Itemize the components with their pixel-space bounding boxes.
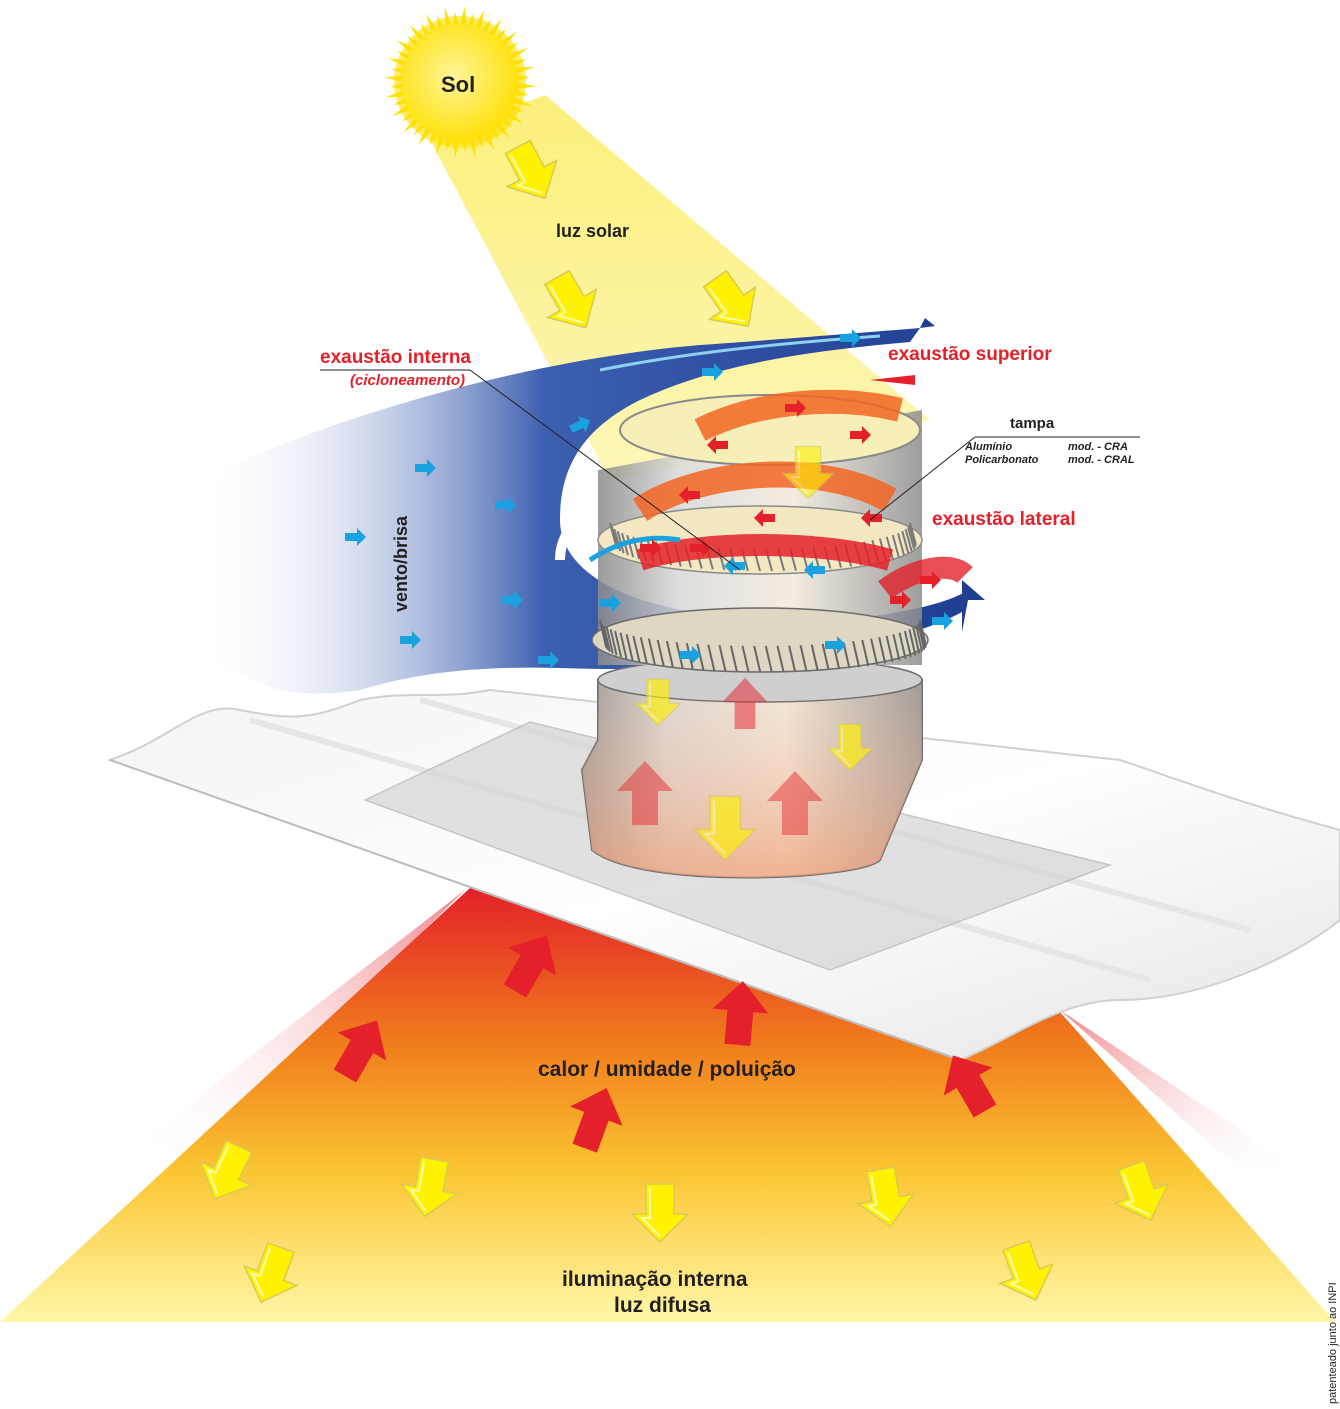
cap-row2-material: Policarbonato bbox=[965, 454, 1039, 466]
cycloning-label: (cicloneamento) bbox=[350, 372, 466, 389]
heat-region bbox=[0, 888, 1335, 1322]
wind-label: vento/brisa bbox=[391, 515, 411, 612]
internal-exhaust-label: exaustão interna bbox=[320, 347, 471, 368]
cap-row1-material: Alumínio bbox=[965, 441, 1013, 453]
sun-label: Sol bbox=[441, 72, 476, 97]
sunlight-label: luz solar bbox=[556, 221, 630, 241]
diffuse-light-label: luz difusa bbox=[614, 1294, 711, 1317]
sun-icon bbox=[384, 6, 536, 158]
heat-label: calor / umidade / poluição bbox=[538, 1058, 796, 1081]
top-exhaust-label: exaustão superior bbox=[888, 344, 1052, 365]
leader-lines bbox=[320, 369, 1140, 571]
cap-row1-model: mod. - CRA bbox=[1068, 441, 1128, 453]
sun-beam bbox=[430, 95, 930, 480]
cap-label: tampa bbox=[1010, 415, 1055, 432]
turbine-ventilator-icon bbox=[580, 375, 973, 879]
side-exhaust-label: exaustão lateral bbox=[932, 509, 1076, 530]
cap-row2-model: mod. - CRAL bbox=[1068, 454, 1135, 466]
interior-light-label: iluminação interna bbox=[562, 1268, 748, 1291]
patent-note: patenteado junto ao INPI bbox=[1327, 1282, 1339, 1404]
